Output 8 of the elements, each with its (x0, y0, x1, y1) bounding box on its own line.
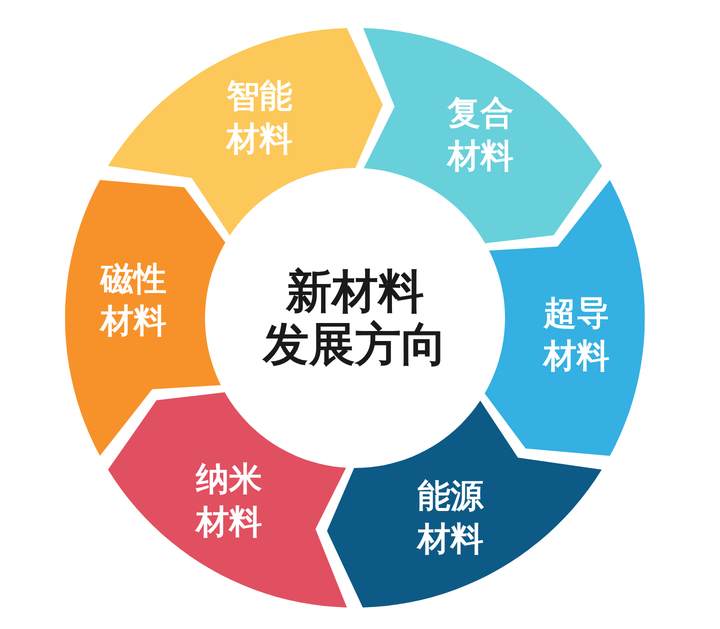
segment-label: 纳米材料 (194, 458, 264, 543)
segment-label: 复合材料 (446, 92, 515, 177)
segment-label: 智能材料 (224, 74, 294, 160)
segment-label: 磁性材料 (98, 258, 168, 342)
center-title: 发展方向 (263, 318, 447, 371)
segment-label: 能源材料 (416, 475, 485, 560)
segment-label: 超导材料 (542, 292, 610, 378)
center-title: 新材料 (286, 265, 424, 318)
